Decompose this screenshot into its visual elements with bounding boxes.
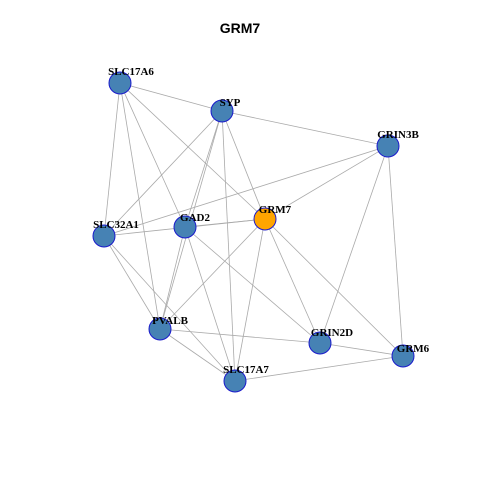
edge-syp-grm7: [221, 110, 266, 220]
edge-grm7-grin2d: [264, 218, 321, 344]
edge-gad2-grin2d: [184, 226, 321, 344]
node-layer: [92, 71, 415, 393]
edge-slc32a1-pvalb: [103, 235, 161, 330]
edge-grm7-pvalb: [159, 218, 266, 330]
node-syp[interactable]: [210, 99, 234, 123]
node-slc17a7[interactable]: [223, 369, 247, 393]
edge-syp-gad2: [184, 110, 223, 228]
edge-slc17a6-gad2: [119, 82, 186, 228]
node-pvalb[interactable]: [148, 317, 172, 341]
edge-syp-grin3b: [221, 110, 389, 147]
edge-grm7-slc17a7: [234, 218, 266, 382]
node-label-grm7: GRM7: [259, 204, 292, 216]
node-grin2d[interactable]: [308, 331, 332, 355]
edge-slc17a6-pvalb: [119, 82, 161, 330]
figure-title: GRM7: [219, 20, 261, 36]
edge-slc17a6-syp: [119, 82, 223, 112]
node-label-grin2d: GRIN2D: [311, 327, 353, 339]
node-label-pvalb: PVALB: [152, 315, 189, 327]
edge-grin3b-grm7: [264, 145, 389, 220]
node-label-grin3b: GRIN3B: [377, 129, 419, 141]
edge-grin2d-grm6: [319, 342, 404, 357]
edge-gad2-pvalb: [159, 226, 186, 330]
node-grm6[interactable]: [391, 344, 415, 368]
edge-slc32a1-slc17a7: [103, 235, 236, 382]
edge-syp-slc17a7: [221, 110, 236, 382]
node-gad2[interactable]: [173, 215, 197, 239]
edge-grin3b-slc32a1: [103, 145, 389, 237]
node-grin3b[interactable]: [376, 134, 400, 158]
edge-pvalb-grin2d: [159, 328, 321, 344]
edge-syp-slc32a1: [103, 110, 223, 237]
edge-gad2-slc17a7: [184, 226, 236, 382]
node-grm7[interactable]: [253, 207, 277, 231]
edge-pvalb-slc17a7: [159, 328, 236, 382]
node-label-gad2: GAD2: [180, 212, 210, 224]
node-slc17a6[interactable]: [108, 71, 132, 95]
node-label-slc32a1: SLC32A1: [93, 219, 139, 231]
edge-slc17a7-grm6: [234, 355, 404, 382]
node-slc32a1[interactable]: [92, 224, 116, 248]
edge-layer: [103, 82, 404, 382]
edge-slc17a6-grm7: [119, 82, 266, 220]
node-label-slc17a7: SLC17A7: [223, 364, 269, 376]
node-label-grm6: GRM6: [397, 343, 430, 355]
node-label-slc17a6: SLC17A6: [108, 66, 154, 78]
node-label-syp: SYP: [220, 97, 241, 109]
edge-grin3b-grin2d: [319, 145, 389, 344]
edge-grin3b-grm6: [387, 145, 404, 357]
edge-slc17a6-slc32a1: [103, 82, 121, 237]
edge-grm7-grm6: [264, 218, 404, 357]
